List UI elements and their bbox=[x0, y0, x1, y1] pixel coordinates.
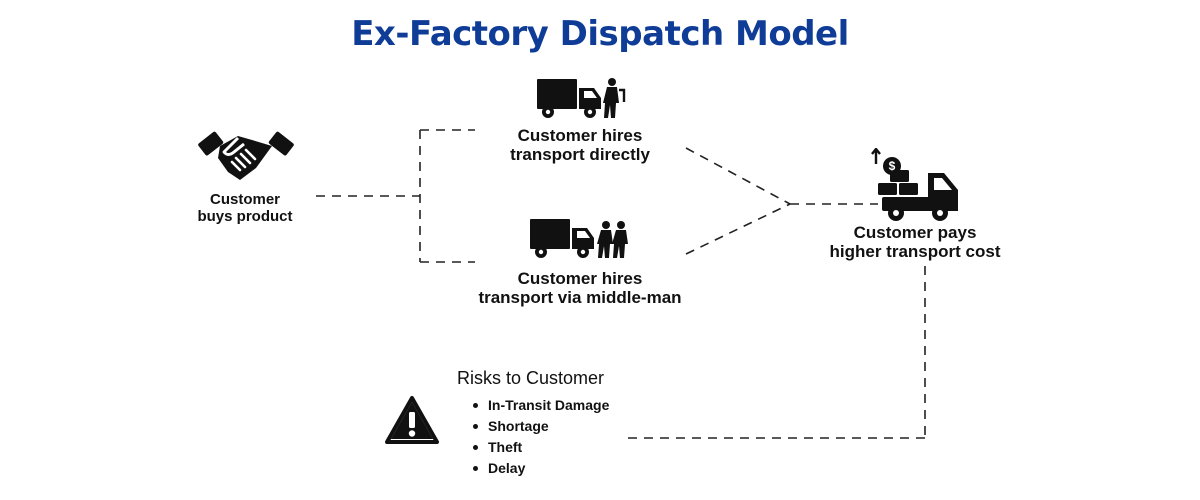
page-title: Ex-Factory Dispatch Model bbox=[351, 14, 849, 54]
risks-list: In-Transit Damage Shortage Theft Delay bbox=[457, 395, 609, 479]
risks-panel: Risks to Customer In-Transit Damage Shor… bbox=[457, 368, 609, 479]
risk-item: Theft bbox=[473, 437, 609, 458]
svg-text:$: $ bbox=[889, 159, 896, 173]
node-customer-buys-line2: buys product bbox=[197, 207, 293, 225]
handshake-icon bbox=[198, 131, 294, 180]
risk-item: Shortage bbox=[473, 416, 609, 437]
node-customer-pays: Customer pays higher transport cost bbox=[805, 223, 1025, 261]
node-customer-buys: Customer buys product bbox=[180, 191, 310, 225]
node-hires-middleman: Customer hires transport via middle-man bbox=[440, 269, 720, 307]
node-hires-direct-line2: transport directly bbox=[510, 144, 650, 164]
connector-direct-merge bbox=[685, 147, 791, 205]
risk-item: Delay bbox=[473, 458, 609, 479]
node-customer-pays-line2: higher transport cost bbox=[829, 241, 1001, 261]
warning-icon bbox=[385, 396, 439, 444]
node-hires-middleman-line2: transport via middle-man bbox=[478, 287, 682, 307]
node-hires-direct: Customer hires transport directly bbox=[470, 126, 690, 164]
node-hires-direct-line1: Customer hires bbox=[517, 126, 643, 145]
connector-middle-merge bbox=[685, 203, 791, 255]
risk-item: In-Transit Damage bbox=[473, 395, 609, 416]
truck-cost-icon: $ bbox=[871, 148, 958, 221]
truck-agents-icon bbox=[530, 219, 628, 258]
node-customer-buys-line1: Customer bbox=[209, 191, 280, 208]
node-hires-middleman-line1: Customer hires bbox=[517, 269, 643, 288]
node-customer-pays-line1: Customer pays bbox=[853, 223, 977, 242]
risks-title: Risks to Customer bbox=[457, 368, 605, 388]
truck-driver-icon bbox=[537, 78, 626, 118]
